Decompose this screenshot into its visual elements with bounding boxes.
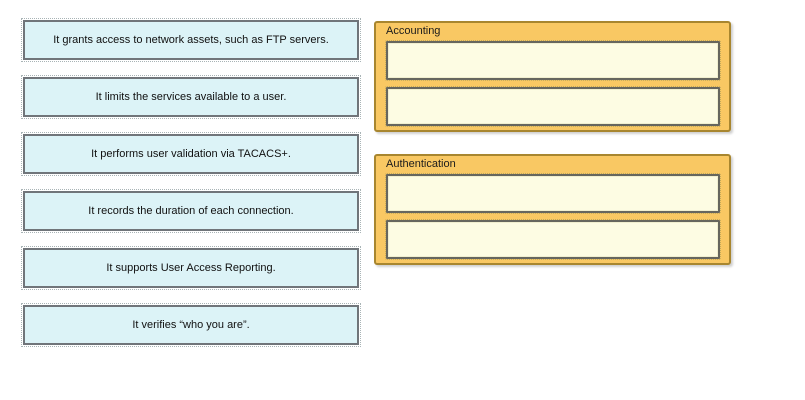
drop-zone-accounting-1[interactable] <box>385 40 721 81</box>
drop-zone-authentication-2[interactable] <box>385 219 721 260</box>
statement-card[interactable]: It supports User Access Reporting. <box>21 246 361 290</box>
statements-column: It grants access to network assets, such… <box>21 18 361 362</box>
statement-label: It supports User Access Reporting. <box>106 261 276 274</box>
statement-card[interactable]: It grants access to network assets, such… <box>21 18 361 62</box>
statement-label: It limits the services available to a us… <box>95 90 287 103</box>
statement-label: It grants access to network assets, such… <box>53 33 329 46</box>
statement-card[interactable]: It records the duration of each connecti… <box>21 189 361 233</box>
drop-zone-accounting-2[interactable] <box>385 86 721 127</box>
statement-label: It performs user validation via TACACS+. <box>91 147 291 160</box>
statement-label: It verifies “who you are”. <box>132 318 250 331</box>
statement-card[interactable]: It performs user validation via TACACS+. <box>21 132 361 176</box>
category-title-authentication: Authentication <box>386 158 456 170</box>
category-title-accounting: Accounting <box>386 25 441 37</box>
drop-zone-authentication-1[interactable] <box>385 173 721 214</box>
statement-card[interactable]: It limits the services available to a us… <box>21 75 361 119</box>
statement-label: It records the duration of each connecti… <box>88 204 294 217</box>
statement-card[interactable]: It verifies “who you are”. <box>21 303 361 347</box>
category-panel-accounting: Accounting <box>374 21 731 132</box>
category-panel-authentication: Authentication <box>374 154 731 265</box>
